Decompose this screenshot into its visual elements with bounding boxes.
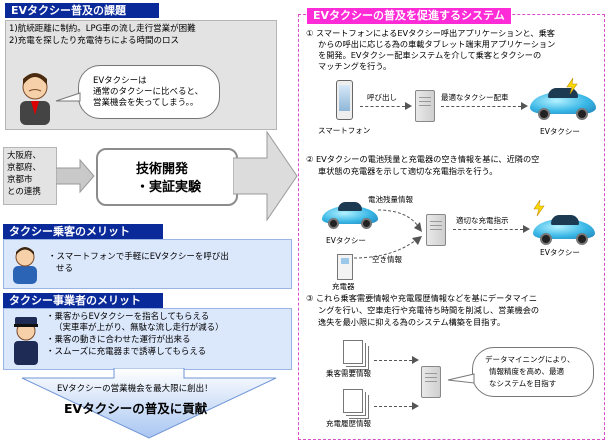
demo-experiment-label: ・実証実験 bbox=[136, 180, 202, 195]
call-arrow bbox=[360, 106, 405, 107]
history-arrowhead bbox=[412, 402, 419, 410]
challenges-box: 1)航続距離に制約。LPG車の流し走行営業が困難 2)充電を探したり充電待ちによ… bbox=[5, 20, 277, 130]
server-icon-2 bbox=[426, 214, 446, 246]
step-1-text: ① スマートフォンによるEVタクシー呼出アプリケーションと、乗客 からの呼出に応… bbox=[306, 28, 556, 71]
dispatch-label: 最適なタクシー配車 bbox=[441, 93, 509, 102]
partner-kyoto-pref: 京都府、 bbox=[7, 163, 42, 173]
issue-1: 1)航続距離に制約。LPG車の流し走行営業が困難 bbox=[9, 24, 196, 34]
speech-line-2: 通常のタクシーに比べると、 bbox=[93, 87, 204, 97]
data-mining-line-1: データマイニングにより、 bbox=[485, 355, 575, 364]
issue-2: 2)充電を探したり充電待ちによる時間のロス bbox=[9, 36, 179, 46]
passenger-merit-box: ・スマートフォンで手軽にEVタクシーを呼び出 せる bbox=[3, 239, 292, 289]
data-mining-bubble-tail bbox=[447, 373, 475, 384]
dispatch-arrowhead bbox=[521, 102, 528, 110]
operator-merit-3: ・スムーズに充電器まで誘導してもらえる bbox=[46, 347, 207, 357]
speech-bubble: EVタクシーは 通常のタクシーに比べると、 営業機会を失ってしまう。。 bbox=[78, 65, 220, 119]
partners-box: 大阪府、 京都府、 京都市 との連携 bbox=[3, 147, 57, 205]
lightning-icon-2 bbox=[533, 200, 545, 216]
speech-line-3: 営業機会を失ってしまう。。 bbox=[93, 98, 199, 108]
ev-taxi-label-3: EVタクシー bbox=[540, 248, 580, 257]
charge-instruction-arrowhead bbox=[523, 225, 530, 233]
contribution-line-2: EVタクシーの普及に貢献 bbox=[64, 401, 208, 416]
contribution-line-1: EVタクシーの営業機会を最大限に創出！ bbox=[57, 384, 213, 394]
tech-dev-box: 技術開発 ・実証実験 bbox=[96, 148, 238, 206]
ev-taxi-label-1: EVタクシー bbox=[540, 127, 580, 136]
dispatch-arrow bbox=[441, 106, 521, 107]
charge-history-document-icon bbox=[343, 389, 363, 413]
ev-taxi-car-icon-2 bbox=[322, 200, 378, 230]
call-arrowhead bbox=[405, 102, 412, 110]
operator-merit-2: ・乗客の動きに合わせた運行が出来る bbox=[46, 335, 191, 345]
charge-instruction-label: 適切な充電指示 bbox=[456, 216, 509, 225]
tech-dev-label: 技術開発 bbox=[136, 162, 189, 177]
vacancy-label: 空き情報 bbox=[372, 255, 402, 264]
step-3-text: ③ これら乗客需要情報や充電履歴情報などを基にデータマイニ ングを行い、空車走行… bbox=[306, 293, 540, 327]
operator-merit-title: タクシー事業者のメリット bbox=[3, 293, 163, 308]
contribution-arrow bbox=[21, 368, 277, 439]
data-mining-line-2: 情報精度を高め、最適 bbox=[489, 367, 564, 376]
history-arrow bbox=[374, 406, 412, 407]
worried-person-icon bbox=[20, 73, 50, 125]
to-system-arrow bbox=[233, 130, 298, 222]
charge-history-label: 充電履歴情報 bbox=[326, 419, 371, 428]
charger-icon bbox=[337, 254, 353, 280]
charger-label: 充電器 bbox=[332, 282, 355, 291]
smartphone-label: スマートフォン bbox=[318, 126, 371, 135]
ev-taxi-car-icon bbox=[530, 86, 596, 120]
partner-collab: との連携 bbox=[7, 187, 41, 197]
partner-osaka: 大阪府、 bbox=[7, 151, 42, 161]
partners-arrow bbox=[56, 158, 95, 194]
vacancy-arrow bbox=[353, 236, 422, 259]
system-title: EVタクシーの普及を促進するシステム bbox=[307, 8, 511, 24]
call-label: 呼び出し bbox=[367, 93, 397, 102]
server-icon-3 bbox=[421, 366, 441, 398]
ev-taxi-label-2: EVタクシー bbox=[326, 236, 366, 245]
operator-merit-box: ・乗客からEVタクシーを指名してもらえる （実車率が上がり、無駄な流し走行が減る… bbox=[3, 308, 292, 370]
demand-arrowhead bbox=[412, 356, 419, 364]
passenger-merit-title: タクシー乗客のメリット bbox=[3, 224, 163, 239]
speech-line-1: EVタクシーは bbox=[93, 76, 147, 86]
lightning-icon bbox=[566, 78, 578, 94]
battery-info-arrow bbox=[377, 209, 422, 232]
partner-kyoto-city: 京都市 bbox=[7, 175, 33, 185]
taxi-driver-icon bbox=[14, 317, 38, 365]
passenger-merit-line-2: せる bbox=[56, 264, 74, 274]
speech-tail bbox=[55, 92, 81, 102]
challenges-title: EVタクシー普及の課題 bbox=[5, 3, 159, 18]
data-mining-bubble: データマイニングにより、 情報精度を高め、最適 なシステムを目指す bbox=[472, 347, 594, 397]
passenger-merit-line-1: ・スマートフォンで手軽にEVタクシーを呼び出 bbox=[48, 252, 229, 262]
battery-info-label: 電池残量情報 bbox=[368, 195, 413, 204]
operator-merit-1b: （実車率が上がり、無駄な流し走行が減る） bbox=[54, 323, 224, 333]
charge-instruction-arrow bbox=[453, 229, 523, 230]
data-mining-line-3: なシステムを目指す bbox=[489, 379, 557, 388]
ev-taxi-car-icon-3 bbox=[533, 213, 595, 245]
step-2-text: ② EVタクシーの電池残量と充電器の空き情報を基に、近隣の空 車状態の充電器を示… bbox=[306, 154, 540, 176]
demand-info-label: 乗客需要情報 bbox=[326, 369, 371, 378]
demand-info-document-icon bbox=[343, 340, 363, 364]
smartphone-icon bbox=[336, 80, 353, 120]
operator-merit-1: ・乗客からEVタクシーを指名してもらえる bbox=[46, 312, 210, 322]
passenger-icon bbox=[13, 247, 37, 284]
demand-arrow bbox=[374, 360, 412, 361]
server-icon bbox=[415, 90, 435, 122]
